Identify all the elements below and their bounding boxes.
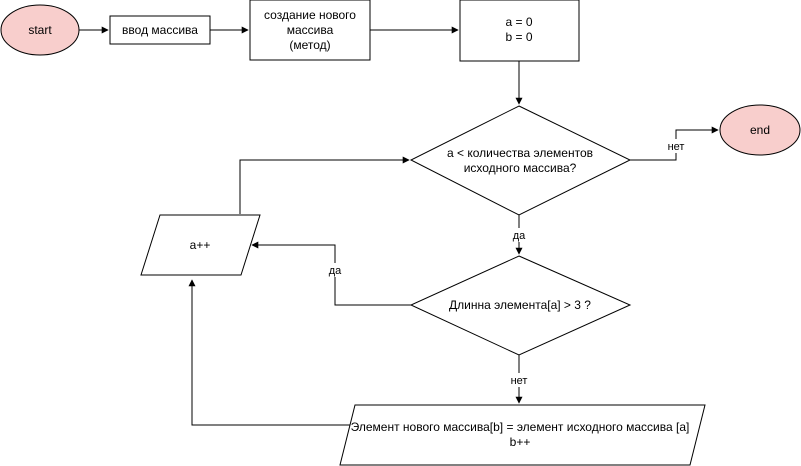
start-label: start — [28, 23, 52, 37]
incr-a-label: a++ — [190, 238, 211, 252]
assign-line-1: Элемент нового массива[b] = элемент исхо… — [351, 420, 690, 434]
start-node[interactable]: start — [0, 4, 80, 56]
edge-label-count-yes: да — [513, 230, 526, 242]
create-array-label-line-3: (метод) — [289, 38, 330, 52]
assign-node[interactable]: Элемент нового массива[b] = элемент исхо… — [339, 404, 706, 466]
end-label: end — [750, 123, 770, 137]
edge-labels: нет да да нет — [325, 139, 688, 387]
edge-label-length-yes: да — [329, 265, 342, 277]
cond-length-node[interactable]: Длинна элемента[a] > 3 ? — [409, 255, 632, 356]
input-array-node[interactable]: ввод массива — [109, 15, 211, 45]
cond-length-label: Длинна элемента[a] > 3 ? — [449, 298, 591, 312]
edge-label-count-no: нет — [668, 141, 685, 153]
init-vars-line-1: a = 0 — [505, 15, 532, 29]
cond-count-line-2: исходного массива? — [464, 161, 577, 175]
end-node[interactable]: end — [719, 104, 801, 156]
edge-incr-to-cond-count — [239, 156, 410, 214]
create-array-label-line-2: массива — [287, 23, 334, 37]
init-vars-node[interactable]: a = 0 b = 0 — [459, 0, 580, 62]
incr-a-node[interactable]: a++ — [140, 214, 261, 276]
assign-line-2: b++ — [510, 435, 531, 449]
edge-assign-to-incr — [188, 279, 355, 426]
cond-count-line-1: a < количества элементов — [447, 146, 593, 160]
edge-label-length-no: нет — [511, 375, 528, 387]
input-array-label: ввод массива — [122, 23, 198, 37]
cond-count-node[interactable]: a < количества элементов исходного масси… — [409, 105, 632, 216]
init-vars-line-2: b = 0 — [505, 30, 532, 44]
create-array-node[interactable]: создание нового массива (метод) — [249, 0, 371, 61]
create-array-label-line-1: создание нового — [264, 8, 356, 22]
